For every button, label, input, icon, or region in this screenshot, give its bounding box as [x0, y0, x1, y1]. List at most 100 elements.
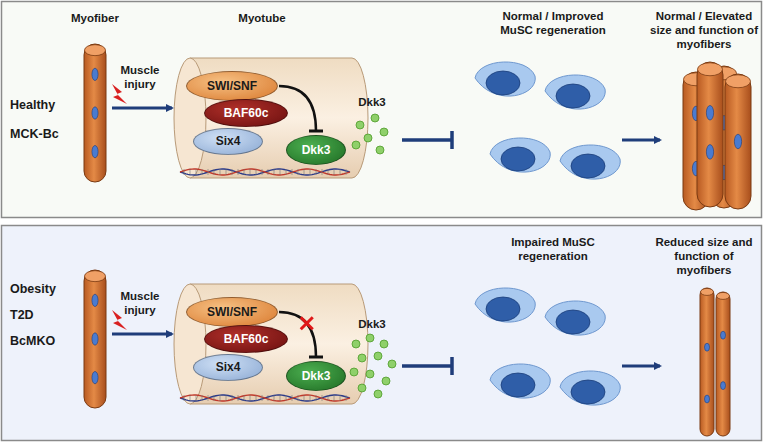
nucleus — [705, 395, 710, 403]
protein-factor: BAF60c — [204, 325, 288, 353]
node-text: BAF60c — [224, 332, 269, 346]
dkk3-dot — [358, 384, 366, 392]
inhibition-arrow — [402, 364, 452, 368]
dna-strand — [180, 169, 350, 175]
dna-rung — [268, 169, 269, 175]
dna-rung — [244, 169, 245, 175]
dna-strand — [180, 395, 350, 401]
nucleus — [721, 382, 726, 390]
shape — [490, 364, 550, 398]
dna-rung — [310, 395, 311, 401]
myofiber — [84, 270, 106, 408]
shape — [545, 301, 605, 335]
protein-complex: SWI/SNF — [186, 71, 278, 101]
nucleus — [92, 371, 98, 383]
dna-rung — [274, 395, 275, 401]
condition-label: BcMKO — [10, 334, 55, 349]
arrow — [112, 107, 172, 110]
shape — [85, 45, 106, 56]
dna-rung — [214, 395, 215, 401]
dna-rung — [184, 395, 185, 401]
dna-rung — [322, 169, 323, 175]
injury-label: Muscle injury — [110, 64, 170, 92]
nucleus — [734, 134, 741, 149]
shape — [725, 74, 751, 209]
condition-label: MCK-Bc — [10, 127, 59, 142]
dna-rung — [340, 395, 341, 401]
shape — [560, 145, 620, 179]
shape — [701, 288, 714, 295]
nucleus — [571, 380, 605, 404]
node-text: BAF60c — [224, 106, 269, 120]
transcription-factor: Six4 — [193, 128, 263, 155]
nucleus — [556, 84, 590, 108]
dkk3-dot — [364, 134, 372, 142]
column-heading: Myofiber — [50, 12, 140, 26]
dna-rung — [280, 169, 281, 175]
dna-rung — [202, 395, 203, 401]
secreted-factor-label: Dkk3 — [347, 318, 397, 332]
shape — [697, 62, 723, 207]
dna-rung — [208, 395, 209, 401]
dna-rung — [334, 395, 335, 401]
dna-rung — [244, 395, 245, 401]
dna-strand — [180, 169, 350, 175]
shape — [726, 75, 751, 88]
shape — [490, 138, 550, 172]
nucleus — [92, 107, 98, 119]
arrow — [622, 139, 660, 142]
dna-rung — [298, 169, 299, 175]
dna-rung — [328, 395, 329, 401]
dkk3-dot — [382, 377, 390, 385]
myofiber — [700, 288, 714, 436]
dna-rung — [250, 395, 251, 401]
dna-rung — [304, 395, 305, 401]
inhibition-bar — [309, 130, 323, 133]
dna-rung — [298, 395, 299, 401]
shape — [475, 288, 535, 322]
dna-rung — [316, 395, 317, 401]
dna-rung — [220, 395, 221, 401]
dna-rung — [322, 395, 323, 401]
nucleus — [486, 71, 520, 95]
node-text: Six4 — [216, 360, 241, 374]
target-gene: Dkk3 — [286, 361, 346, 391]
dna-rung — [280, 395, 281, 401]
dkk3-dot — [374, 352, 382, 360]
protein-factor: BAF60c — [204, 99, 288, 127]
condition-label: Healthy — [10, 98, 55, 113]
myofiber — [84, 44, 106, 182]
dkk3-dot — [350, 368, 358, 376]
dna-rung — [316, 169, 317, 175]
myofiber — [697, 62, 723, 207]
nucleus — [571, 154, 605, 178]
dna-rung — [274, 169, 275, 175]
myotube — [174, 58, 368, 178]
dkk3-dot — [376, 146, 384, 154]
dna-rung — [268, 395, 269, 401]
inhibition-bar — [450, 357, 454, 375]
shape — [475, 62, 535, 96]
nucleus — [486, 297, 520, 321]
dna-rung — [238, 169, 239, 175]
dna-rung — [346, 395, 347, 401]
dkk3-dot — [358, 354, 366, 362]
inhibition-bar — [309, 356, 323, 359]
shape — [545, 75, 605, 109]
transcription-factor: Six4 — [193, 354, 263, 381]
dna-rung — [232, 169, 233, 175]
node-text: Dkk3 — [302, 369, 331, 383]
node-text: SWI/SNF — [207, 305, 257, 319]
dna-rung — [238, 395, 239, 401]
dna-rung — [232, 395, 233, 401]
shape — [700, 288, 714, 436]
blocked-mark — [301, 317, 313, 329]
dna-rung — [304, 169, 305, 175]
shape — [84, 270, 106, 408]
column-heading: Impaired MuSC regeneration — [488, 236, 618, 264]
injury-label: Muscle injury — [110, 290, 170, 318]
dna-rung — [346, 169, 347, 175]
